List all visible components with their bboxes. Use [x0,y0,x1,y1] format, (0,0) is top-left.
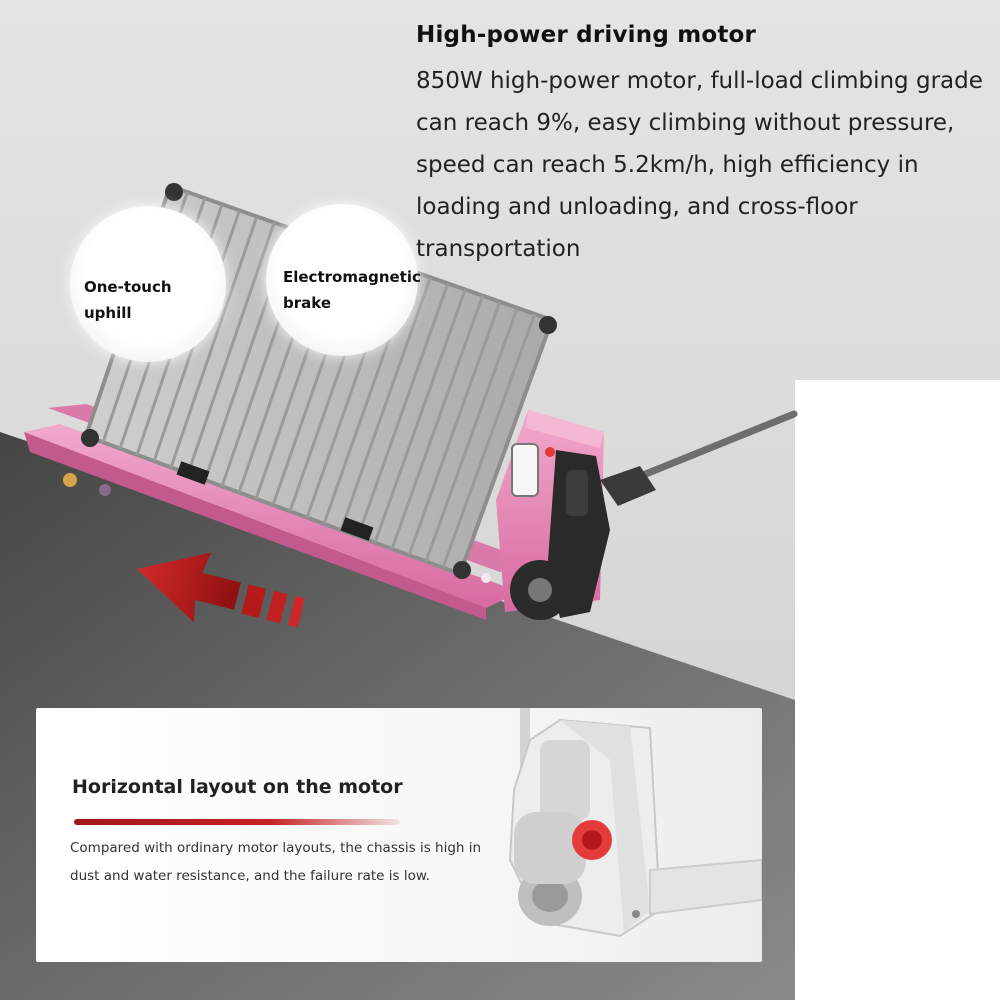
rack-slat [186,222,276,475]
fork-lower [24,424,520,608]
feature-bubble-uphill [70,206,226,362]
motor-card-description: Compared with ordinary motor layouts, th… [70,834,500,890]
feature-label-uphill: One-touch uphill [84,278,172,322]
motor-card-line: dust and water resistance, and the failu… [70,868,430,884]
headline: High-power driving motor [416,22,757,48]
description-line: can reach 9%, easy climbing without pres… [416,110,955,136]
description-line: speed can reach 5.2km/h, high efficiency… [416,152,919,178]
tiller-handle [612,410,798,490]
motor-closeup [508,708,762,938]
rack-slat [424,307,519,562]
description-line: loading and unloading, and cross-floor [416,194,858,220]
rack-slat [339,276,432,531]
rack-slat [390,295,484,550]
uphill-direction-arrow-icon [137,552,305,628]
feature-bubble-brake [266,204,418,356]
feature-label-brake: Electromagnetic brake [283,268,421,312]
drive-motor [548,450,610,618]
motor-card-line: Compared with ordinary motor layouts, th… [70,840,482,856]
right-strip [795,380,1000,1000]
description-line: transportation [416,236,581,262]
rack-slat [373,289,467,544]
rack-slat [441,313,537,569]
description-line: 850W high-power motor, full-load climbin… [416,68,983,94]
description: 850W high-power motor, full-load climbin… [416,60,1000,270]
rack-slat [407,301,502,556]
motor-card-accent-bar [74,819,400,825]
rack-slat [356,282,450,537]
motor-card-title: Horizontal layout on the motor [72,776,403,798]
rack-slat [169,215,259,468]
